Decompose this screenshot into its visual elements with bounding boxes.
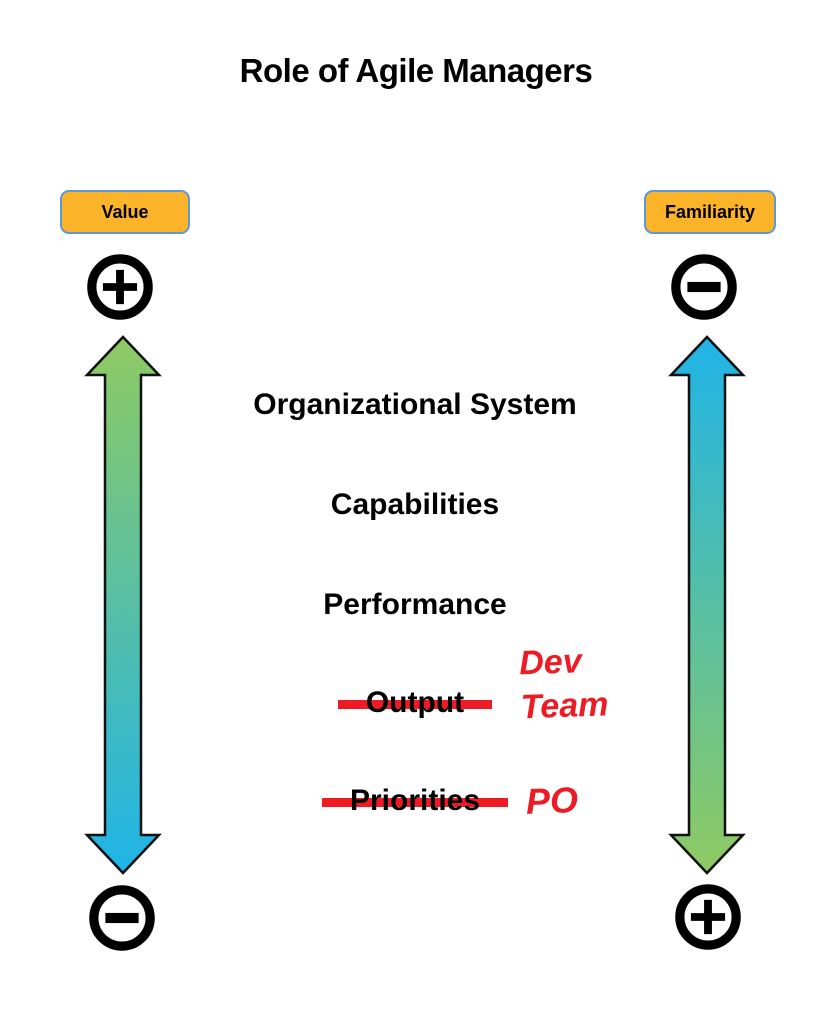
minus-circle-icon (668, 251, 740, 323)
value-gradient-arrow (84, 334, 162, 876)
center-item-performance: Performance (323, 588, 507, 621)
center-item-output: Output (190, 686, 640, 720)
value-badge-label: Value (101, 201, 149, 222)
center-item-organizational-system: Organizational System (253, 388, 577, 421)
plus-circle-icon (84, 251, 156, 323)
struck-label-priorities: Priorities (321, 784, 509, 818)
familiarity-badge-label: Familiarity (664, 201, 756, 222)
center-item-capabilities: Capabilities (330, 488, 500, 521)
handwritten-annotation-po: PO (525, 779, 579, 822)
value-badge: Value (60, 190, 190, 234)
handwritten-annotation-dev-team: Dev Team (518, 642, 609, 726)
page-title: Role of Agile Managers (239, 52, 593, 89)
center-item-priorities: Priorities (190, 784, 640, 818)
struck-label-output: Output (337, 686, 493, 720)
plus-circle-icon (672, 881, 744, 953)
minus-circle-icon (86, 882, 158, 954)
familiarity-badge: Familiarity (644, 190, 776, 234)
familiarity-gradient-arrow (668, 334, 746, 876)
